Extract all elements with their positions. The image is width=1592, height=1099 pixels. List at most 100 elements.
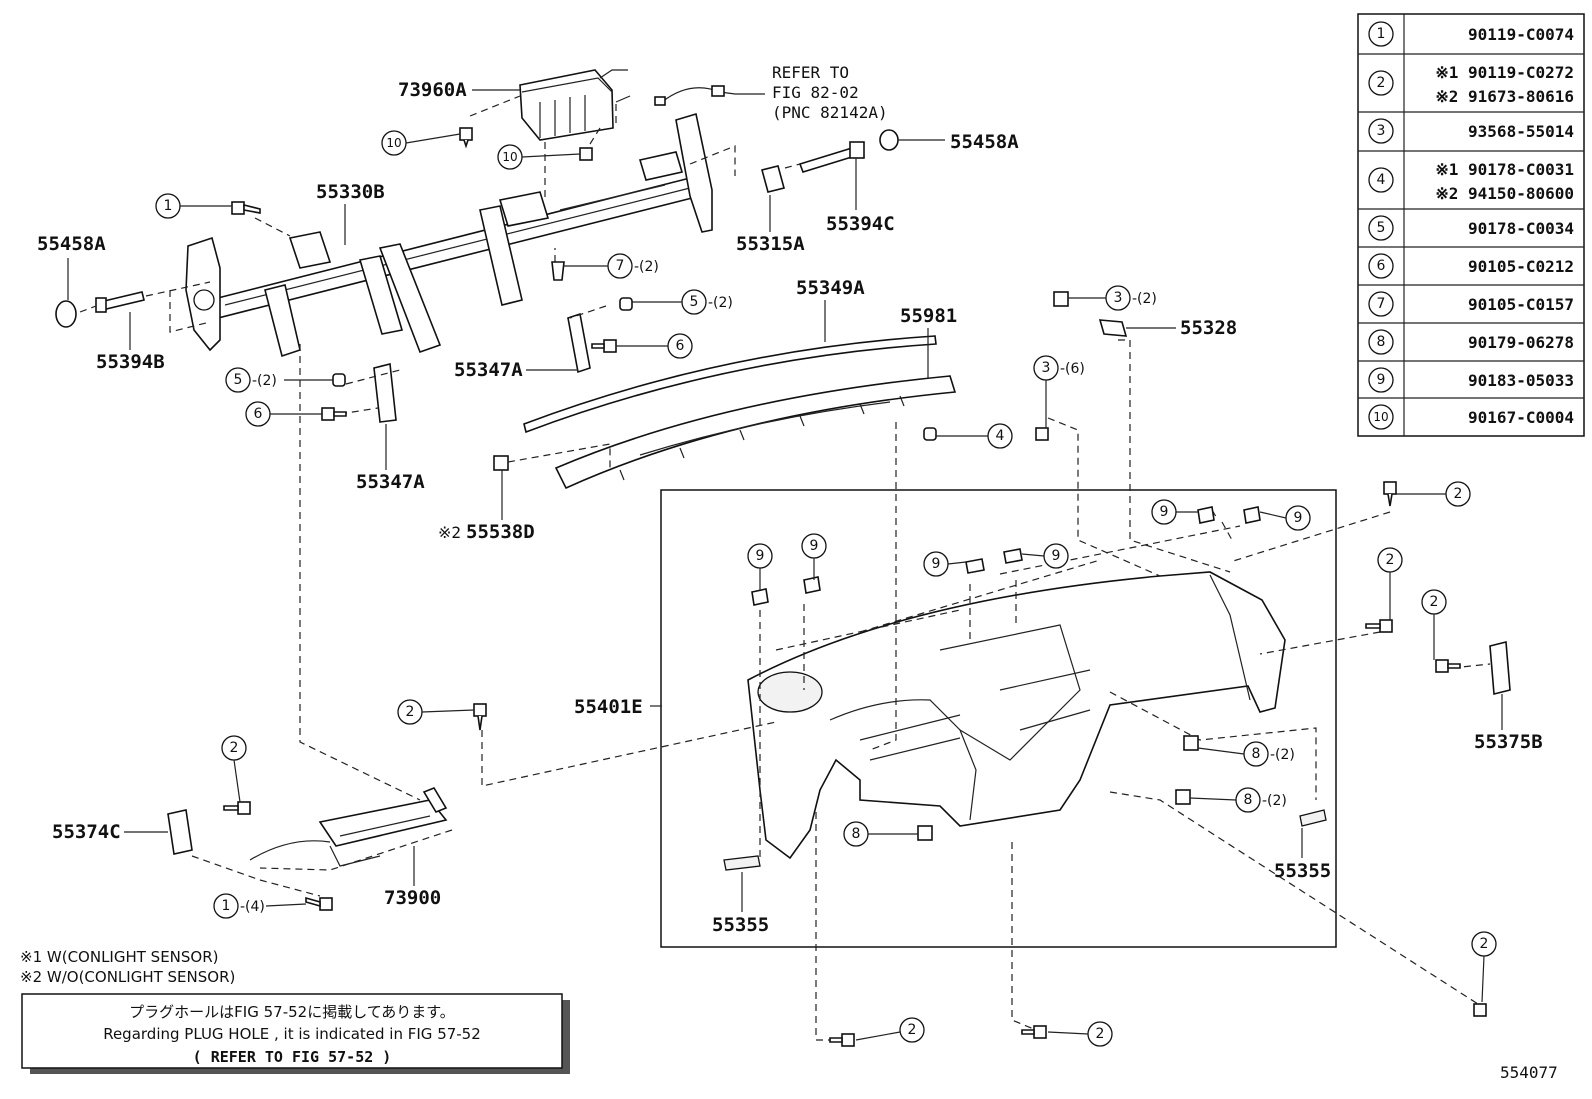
seal-55349A xyxy=(523,335,937,434)
part-label-55458A-top: 55458A xyxy=(950,131,1019,153)
bolt-55394C xyxy=(798,141,865,173)
svg-text:10: 10 xyxy=(386,136,401,150)
svg-text:5: 5 xyxy=(690,294,699,310)
legend-code-3: 93568-55014 xyxy=(1468,122,1574,141)
legend-num-5: 5 xyxy=(1377,220,1386,236)
part-label-55375B: 55375B xyxy=(1474,731,1543,753)
legend-num-2: 2 xyxy=(1377,75,1386,91)
legend-code-4b: ※2 94150-80600 xyxy=(1435,184,1574,203)
reference-line-2: FIG 82-02 xyxy=(772,83,859,102)
part-label-55330B: 55330B xyxy=(316,181,385,203)
part-label-55401E: 55401E xyxy=(574,696,643,718)
part-label-55355-left: 55355 xyxy=(712,914,769,936)
legend-code-2b: ※2 91673-80616 xyxy=(1435,87,1574,106)
part-label-55458A-left: 55458A xyxy=(37,233,106,255)
svg-text:2: 2 xyxy=(908,1022,917,1038)
svg-text:8: 8 xyxy=(1252,746,1261,762)
plug-hole-note-box: プラグホールはFIG 57-52に掲載してあります。 Regarding PLU… xyxy=(21,993,570,1074)
svg-text:8: 8 xyxy=(1244,792,1253,808)
svg-text:4: 4 xyxy=(996,428,1005,444)
airbag-module xyxy=(519,69,631,141)
qty-8-a: -(2) xyxy=(1270,747,1295,763)
plug-note-refer: ( REFER TO FIG 57-52 ) xyxy=(193,1048,392,1066)
plug-note-english: Regarding PLUG HOLE , it is indicated in… xyxy=(103,1025,481,1043)
svg-text:9: 9 xyxy=(810,538,819,554)
legend-num-10: 10 xyxy=(1373,410,1388,424)
svg-text:3: 3 xyxy=(1042,360,1051,376)
svg-text:9: 9 xyxy=(1052,548,1061,564)
bracket-55347A-mid xyxy=(567,312,591,374)
bracket-55375B xyxy=(1489,640,1511,696)
svg-text:2: 2 xyxy=(1096,1026,1105,1042)
svg-text:2: 2 xyxy=(230,740,239,756)
reference-line-1: REFER TO xyxy=(772,63,849,82)
qty-7: -(2) xyxy=(634,259,659,275)
svg-text:1: 1 xyxy=(222,898,231,914)
svg-text:6: 6 xyxy=(676,338,685,354)
fastener-legend-table: 1 90119-C0074 2 ※1 90119-C0272 ※2 91673-… xyxy=(1357,13,1585,437)
legend-code-4a: ※1 90178-C0031 xyxy=(1435,160,1574,179)
cap-55458A-left xyxy=(55,300,77,328)
plug-note-japanese: プラグホールはFIG 57-52に掲載してあります。 xyxy=(129,1003,455,1021)
mark-55538D: ※2 xyxy=(438,523,461,542)
legend-num-1: 1 xyxy=(1377,26,1386,42)
part-label-55349A: 55349A xyxy=(796,277,865,299)
svg-text:2: 2 xyxy=(1430,594,1439,610)
svg-text:9: 9 xyxy=(756,548,765,564)
svg-text:9: 9 xyxy=(1294,510,1303,526)
svg-text:10: 10 xyxy=(502,150,517,164)
part-label-55394B: 55394B xyxy=(96,351,165,373)
svg-text:7: 7 xyxy=(616,258,625,274)
garnish-55981 xyxy=(554,375,957,490)
clip-55328 xyxy=(1098,319,1128,337)
qty-3-top: -(2) xyxy=(1132,291,1157,307)
part-label-55328: 55328 xyxy=(1180,317,1237,339)
reference-line-3: (PNC 82142A) xyxy=(772,103,888,122)
legend-code-2a: ※1 90119-C0272 xyxy=(1435,63,1574,82)
note-condition-2: ※2 W/O(CONLIGHT SENSOR) xyxy=(20,968,235,986)
part-label-55347A-mid: 55347A xyxy=(454,359,523,381)
svg-text:1: 1 xyxy=(164,198,173,214)
instrument-panel-reinforcement xyxy=(185,112,713,358)
legend-num-8: 8 xyxy=(1377,334,1386,350)
pad-55355-right xyxy=(1299,809,1327,827)
bolt-55394B xyxy=(95,291,145,313)
part-label-55355-right: 55355 xyxy=(1274,860,1331,882)
clip-55538D xyxy=(493,455,509,471)
part-label-55538D: 55538D xyxy=(466,521,535,543)
figure-id: 554077 xyxy=(1500,1063,1558,1082)
svg-text:2: 2 xyxy=(1480,936,1489,952)
legend-num-7: 7 xyxy=(1377,296,1386,312)
svg-text:8: 8 xyxy=(852,826,861,842)
svg-text:9: 9 xyxy=(932,556,941,572)
svg-text:2: 2 xyxy=(1386,552,1395,568)
legend-code-5: 90178-C0034 xyxy=(1468,219,1574,238)
svg-text:6: 6 xyxy=(254,406,263,422)
panel-group-frame xyxy=(660,489,1337,948)
legend-num-4: 4 xyxy=(1377,172,1386,188)
qty-8-b: -(2) xyxy=(1262,793,1287,809)
legend-code-9: 90183-05033 xyxy=(1468,371,1574,390)
part-label-73900: 73900 xyxy=(384,887,441,909)
svg-text:5: 5 xyxy=(234,372,243,388)
part-label-55374C: 55374C xyxy=(52,821,121,843)
svg-text:3: 3 xyxy=(1114,290,1123,306)
note-condition-1: ※1 W(CONLIGHT SENSOR) xyxy=(20,948,219,966)
svg-text:2: 2 xyxy=(1454,486,1463,502)
part-label-55347A-left: 55347A xyxy=(356,471,425,493)
instrument-panel-55401E xyxy=(747,571,1286,860)
fastener-icons xyxy=(223,127,1487,1047)
pad-55355-left xyxy=(723,855,761,871)
bracket-55374C xyxy=(167,809,193,855)
legend-code-8: 90179-06278 xyxy=(1468,333,1574,352)
legend-code-6: 90105-C0212 xyxy=(1468,257,1574,276)
qty-3-six: -(6) xyxy=(1060,361,1085,377)
svg-text:9: 9 xyxy=(1160,504,1169,520)
part-label-73960A: 73960A xyxy=(398,79,467,101)
legend-num-3: 3 xyxy=(1377,123,1386,139)
svg-text:2: 2 xyxy=(406,704,415,720)
part-label-55315A: 55315A xyxy=(736,233,805,255)
legend-code-7: 90105-C0157 xyxy=(1468,295,1574,314)
knee-airbag-73900 xyxy=(249,787,448,867)
